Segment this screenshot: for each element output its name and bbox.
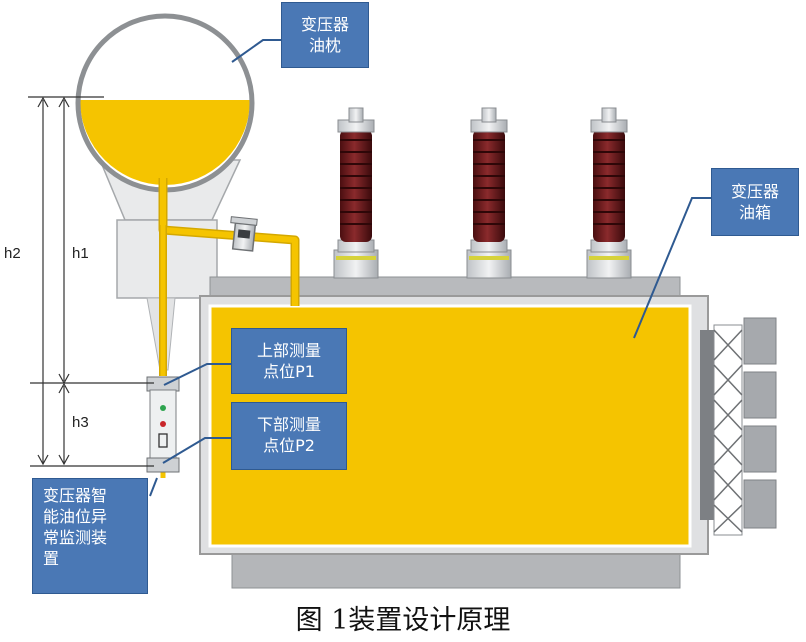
oil-pipes (158, 178, 300, 478)
callout-lower-point-p2: 下部测量 点位P2 (231, 402, 347, 470)
red-indicator-light (160, 421, 166, 427)
dimension-lines (28, 96, 154, 467)
callout-oil-tank: 变压器 油箱 (711, 168, 799, 236)
label-h1: h1 (72, 245, 89, 262)
oil-conservator (75, 13, 255, 193)
buchholz-relay (230, 216, 258, 252)
callout-conservator-line-2: 油枕 (308, 36, 341, 55)
callout-p1-line-1: 上部测量 (256, 341, 321, 360)
callout-p2-line-1: 下部测量 (256, 415, 321, 434)
callout-oil-tank-line-1: 变压器 (730, 182, 779, 201)
label-h2: h2 (4, 245, 21, 262)
bushing-2 (466, 107, 512, 279)
figure-caption: 图 1装置设计原理 (295, 605, 511, 636)
radiators (700, 317, 777, 536)
callout-p2-line-2: 点位P2 (263, 436, 315, 455)
monitoring-device (146, 376, 180, 473)
label-h3: h3 (72, 414, 89, 431)
callout-device-line-4: 置 (43, 549, 60, 568)
bushing-3 (586, 107, 632, 279)
callout-conservator-line-1: 变压器 (300, 15, 349, 34)
callout-p1-line-2: 点位P1 (263, 362, 315, 381)
callout-device-line-3: 常监测装 (43, 528, 108, 547)
green-indicator-light (160, 405, 166, 411)
callout-conservator: 变压器 油枕 (281, 2, 369, 68)
leader-lines (149, 39, 712, 497)
bushing-1 (333, 107, 379, 279)
callout-oil-tank-line-2: 油箱 (738, 203, 771, 222)
callout-device-line-1: 变压器智 (43, 486, 108, 505)
callout-upper-point-p1: 上部测量 点位P1 (231, 328, 347, 394)
callout-device-line-2: 能油位异 (43, 507, 108, 526)
callout-monitoring-device: 变压器智 能油位异 常监测装 置 (32, 478, 148, 594)
